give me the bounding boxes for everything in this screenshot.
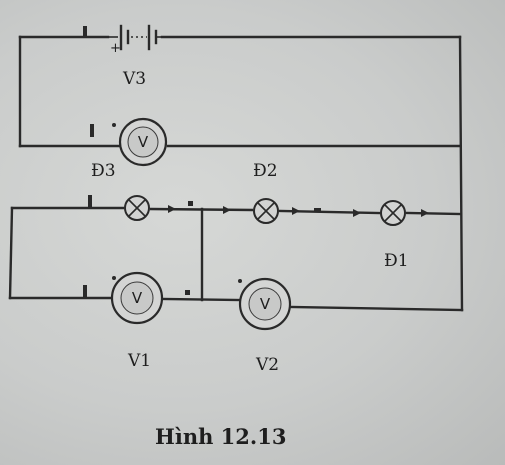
arrow-right-icon — [353, 209, 361, 217]
terminal-mark — [83, 285, 87, 298]
battery-label: V3 — [122, 69, 146, 89]
arrow-right-icon — [168, 205, 176, 213]
terminal-dot — [238, 279, 242, 283]
arrow-right-icon — [223, 206, 231, 214]
lamp-2-label: Đ2 — [253, 161, 278, 181]
terminal-dot — [112, 276, 116, 280]
arrow-right-icon — [421, 209, 429, 217]
wire-bottom-3 — [288, 305, 464, 312]
terminal-dot — [188, 201, 193, 206]
terminal-mark — [314, 208, 321, 211]
voltmeter-v2: V — [238, 277, 292, 331]
figure-caption: Hình 12.13 — [155, 424, 286, 449]
lamp-2-symbol — [253, 198, 279, 224]
voltmeter-top: V — [118, 117, 168, 167]
wire-lamp-row-4 — [405, 211, 463, 216]
voltmeter-v1: V — [110, 271, 164, 325]
arrow-right-icon — [292, 207, 300, 215]
terminal-dot — [112, 123, 116, 127]
lamp-3-label: Đ3 — [91, 161, 116, 181]
voltmeter-v1-symbol: V — [132, 289, 143, 307]
wire-bottom-2 — [160, 297, 243, 302]
lamp-1-label: Đ1 — [384, 251, 409, 271]
battery-plus-sign: + — [110, 41, 121, 56]
terminal-dot — [185, 290, 190, 295]
lamp-3-symbol — [124, 195, 150, 221]
terminal-mark — [88, 195, 92, 208]
battery-symbol — [108, 24, 162, 51]
wire-right-rail — [458, 35, 464, 312]
voltmeter-v2-label: V2 — [255, 355, 279, 375]
wire-left-rail-lower — [8, 206, 14, 300]
lamp-1-symbol — [380, 200, 406, 226]
voltmeter-top-symbol: V — [138, 133, 149, 151]
terminal-mark — [90, 124, 94, 137]
voltmeter-v2-symbol: V — [260, 295, 271, 313]
voltmeter-v1-label: V1 — [127, 351, 151, 371]
terminal-mark — [83, 26, 87, 37]
